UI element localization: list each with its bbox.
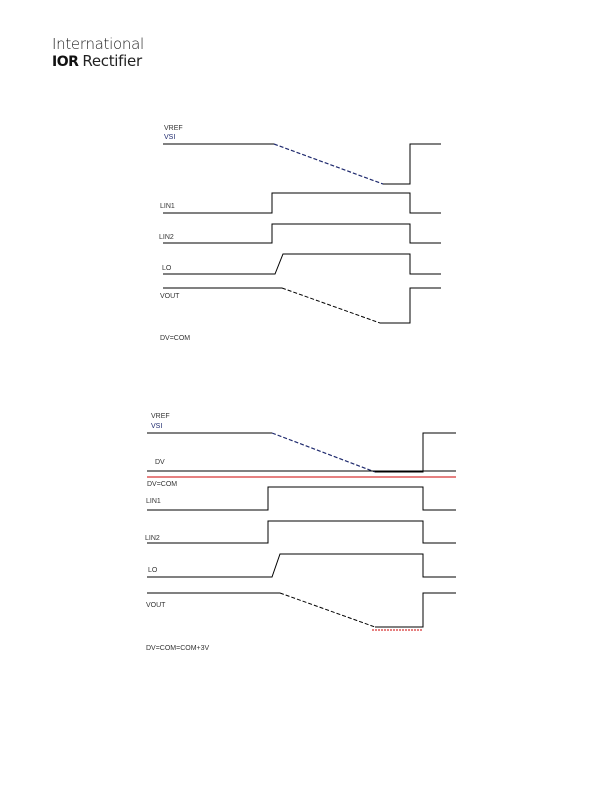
label-lo: LO	[148, 567, 158, 574]
timing-diagram-1: VREF VSI LIN1 LIN2 LO VOUT DV=COM	[159, 125, 441, 342]
label-lin2: LIN2	[159, 234, 174, 241]
label-lo: LO	[162, 265, 172, 272]
company-logo: International IOR Rectifier	[52, 36, 144, 71]
label-lin1: LIN1	[160, 203, 175, 210]
timing-diagram-2: VREF VSI DV DV=COM LIN1 LIN2 LO VOUT DV=…	[145, 413, 456, 652]
waveform-lin2	[163, 223, 441, 244]
waveform-vref-tail	[383, 143, 441, 185]
label-vref: VREF	[164, 125, 183, 132]
caption-2: DV=COM=COM+3V	[146, 645, 210, 652]
label-lin2: LIN2	[145, 535, 160, 542]
waveform-vout-tail	[380, 287, 441, 324]
waveform-lo	[163, 253, 441, 275]
waveform-lin2	[147, 520, 456, 544]
waveform-vout-tail	[375, 592, 456, 628]
logo-mark-icon: IOR	[52, 54, 79, 70]
waveform-lo	[147, 553, 456, 578]
waveform-vsi-ramp	[273, 143, 384, 185]
caption-1: DV=COM	[160, 335, 190, 342]
logo-text-international: International	[52, 35, 144, 53]
waveform-vout-ramp	[281, 287, 381, 324]
label-vout: VOUT	[146, 602, 166, 609]
label-vout: VOUT	[160, 293, 180, 300]
waveform-vsi-ramp	[271, 432, 376, 473]
label-lin1: LIN1	[146, 498, 161, 505]
label-vsi: VSI	[151, 423, 162, 430]
label-dv: DV	[155, 459, 165, 466]
waveform-lin1	[163, 192, 441, 214]
waveform-vout-ramp	[279, 592, 376, 628]
waveform-lin1	[147, 486, 456, 511]
label-vref: VREF	[151, 413, 170, 420]
label-dv-com: DV=COM	[147, 481, 177, 488]
logo-text-rectifier: Rectifier	[82, 52, 142, 70]
label-vsi: VSI	[164, 134, 175, 141]
waveform-vref-tail	[375, 432, 456, 473]
